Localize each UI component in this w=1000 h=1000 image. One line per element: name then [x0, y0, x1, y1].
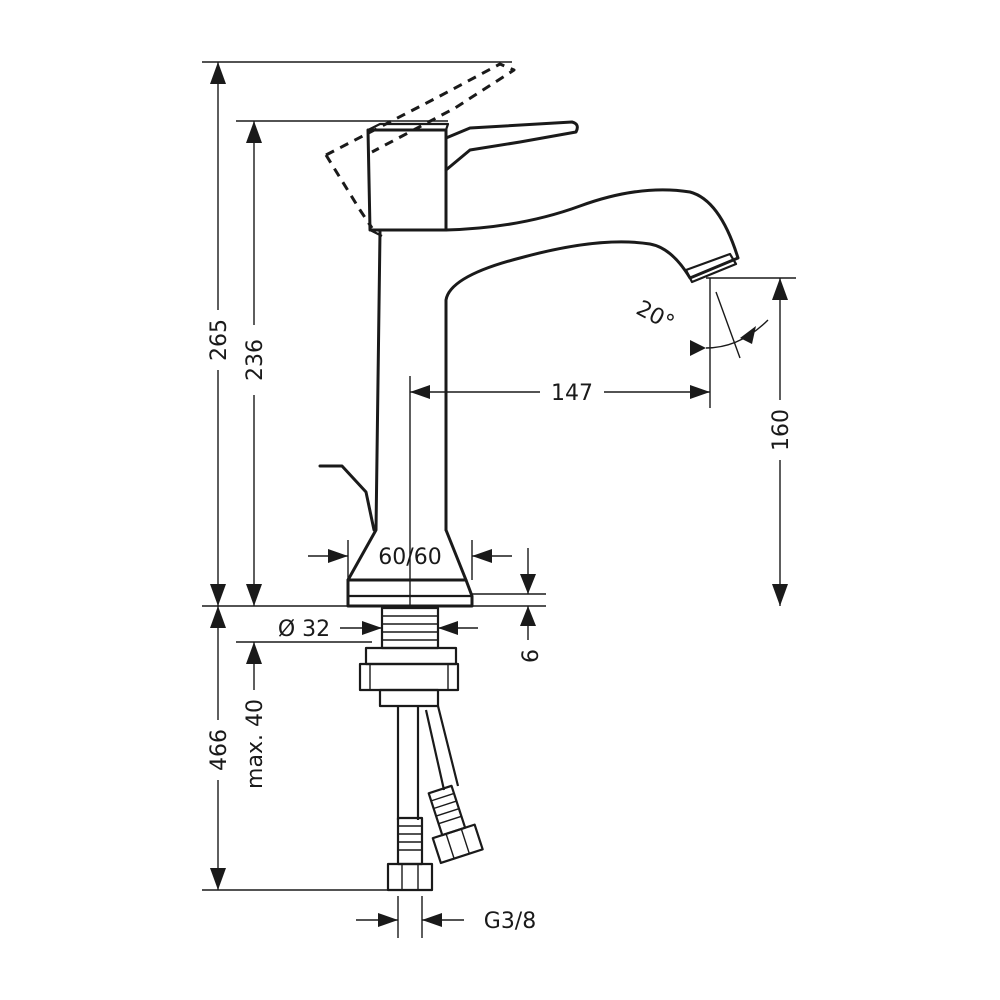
label-hose-length: 466: [207, 729, 232, 771]
label-spout-projection: 147: [551, 381, 593, 406]
body-inner-left: [369, 229, 383, 237]
hose-angled: [424, 705, 460, 791]
threaded-shank: [380, 606, 440, 650]
handle-cap: [367, 122, 450, 131]
label-base-width: 60/60: [378, 545, 441, 570]
handle-block: [366, 128, 448, 232]
popup-rod: [318, 464, 376, 532]
label-tail-diameter: Ø 32: [278, 617, 330, 642]
label-connection-thread: G3/8: [484, 909, 536, 934]
hose-fitting-straight: [386, 816, 434, 892]
hose-straight: [396, 706, 420, 820]
body-right-base: [444, 528, 468, 582]
label-body-height: 236: [243, 339, 268, 381]
body-left: [346, 230, 382, 582]
lever-raised-dashed: [325, 62, 516, 157]
faucet-outline: [318, 62, 740, 892]
lever: [444, 120, 579, 172]
dimension-lines: [202, 61, 796, 938]
label-spout-height: 160: [769, 409, 794, 451]
mounting-nut: [358, 646, 460, 708]
lever-raised-dashed-2: [324, 154, 374, 229]
aerator: [684, 252, 738, 284]
label-base-thickness: 6: [519, 649, 544, 663]
label-swivel-angle: 20°: [632, 296, 678, 336]
label-max-deck: max. 40: [243, 699, 268, 789]
spout-outer: [444, 188, 740, 532]
label-overall-height: 265: [207, 319, 232, 361]
dimension-labels: 265 236 147 160 20° 60/60 6 Ø 32 max. 40…: [207, 296, 794, 934]
hose-fitting-angled: [427, 784, 484, 865]
